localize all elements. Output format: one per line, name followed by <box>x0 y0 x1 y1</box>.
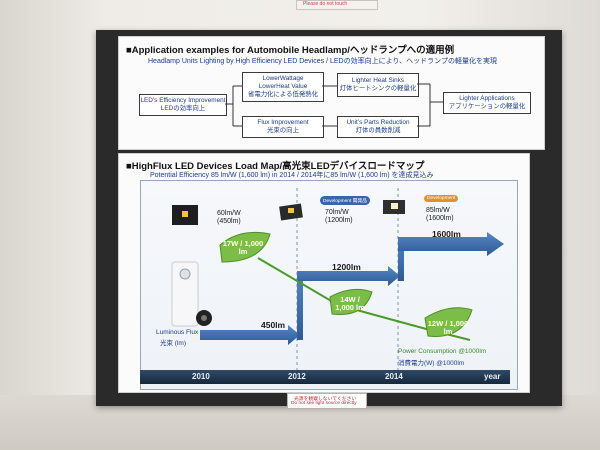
warning-en: Do not see light source directly <box>291 401 357 406</box>
efficiency-box: LED’s Efficiency Improvement LEDの効率向上 <box>139 94 227 116</box>
lighter-heat-en: Lighter Heat Sinks <box>351 77 405 84</box>
lighter-apps-jp: アプリケーションの軽量化 <box>448 103 526 110</box>
device1-efficiency: 60lm/W <box>217 210 241 217</box>
x-tick-2010: 2010 <box>192 372 210 381</box>
x-axis-label: year <box>484 372 501 381</box>
flux-arrow-450 <box>200 325 300 345</box>
lighter-heat-box: Lighter Heat Sinks 灯体ヒートシンクの軽量化 <box>337 73 419 97</box>
device2-badge: Development 開発品 <box>320 196 370 205</box>
lower-wattage-box: LowerWattage LowerHeat Value 省電力化による低発熱化 <box>242 72 324 102</box>
flux-arrow-1200 <box>297 266 400 286</box>
lower-wattage-line3: 省電力化による低発熱化 <box>247 91 319 98</box>
flux-en: Flux Improvement <box>257 119 309 126</box>
x-axis-bar <box>140 370 510 384</box>
device3-efficiency: 85lm/W <box>426 207 450 214</box>
roadmap-panel-title: ■HighFlux LED Devices Load Map/高光束LEDデバイ… <box>126 161 425 172</box>
warning-jp: 光源を観察しないでください <box>294 397 357 402</box>
headlamp-panel-title: ■Application examples for Automobile Hea… <box>126 45 455 56</box>
efficiency-label-en: LED’s Efficiency Improvement <box>140 97 226 104</box>
lower-wattage-line2: LowerHeat Value <box>258 83 308 90</box>
leaf-17w-label: 17W / 1,000 lm <box>222 239 264 256</box>
device2-flux: (1200lm) <box>325 217 353 224</box>
power-line <box>257 257 471 341</box>
headlamp-unit-photo <box>171 261 199 327</box>
flux-label-1600: 1600lm <box>432 229 461 239</box>
top-notice-sign: Please do not touch <box>296 0 378 10</box>
lighter-apps-en: Lighter Applications <box>459 95 515 102</box>
leaf-12w <box>424 307 473 337</box>
leaf-12w-label: 12W / 1,000 lm <box>427 319 469 336</box>
flux-arrow-1600 <box>398 232 504 256</box>
lighter-heat-jp: 灯体ヒートシンクの軽量化 <box>339 85 417 92</box>
device3-flux: (1600lm) <box>426 215 454 222</box>
leaf-17w <box>219 231 271 263</box>
y-axis-label-en: Luminous Flux <box>156 329 199 336</box>
roadmap-panel-subtitle: Potential Efficiency 85 lm/W (1,600 lm) … <box>150 172 434 179</box>
power-legend-en: Power Consumption @1000lm <box>398 348 487 355</box>
flux-box: Flux Improvement 光束の向上 <box>242 116 324 138</box>
lower-wattage-line1: LowerWattage <box>262 75 304 82</box>
leaf-14w <box>329 288 373 316</box>
x-tick-2012: 2012 <box>288 372 306 381</box>
headlamp-panel-subtitle: Headlamp Units Lighting by High Efficien… <box>148 58 497 65</box>
flux-riser-1200 <box>297 271 303 340</box>
leaf-14w-label: 14W / 1,000 lm <box>335 295 365 312</box>
flux-riser-1600 <box>398 237 404 281</box>
lighter-apps-box: Lighter Applications アプリケーションの軽量化 <box>443 92 531 114</box>
top-notice-text: Please do not touch <box>303 1 348 7</box>
device3-badge: Development <box>424 195 459 202</box>
roadmap-chart <box>140 180 518 390</box>
warning-sign: 光源を観察しないでください Do not see light source di… <box>287 393 367 409</box>
unit-parts-box: Unit’s Parts Reduction 灯体の員数削減 <box>337 116 419 138</box>
unit-parts-en: Unit’s Parts Reduction <box>346 119 410 126</box>
y-axis-label-jp: 光束 (lm) <box>160 340 186 347</box>
flux-label-450: 450lm <box>261 320 286 330</box>
x-tick-2014: 2014 <box>385 372 403 381</box>
device1-flux: (450lm) <box>217 218 241 225</box>
unit-parts-jp: 灯体の員数削減 <box>355 127 401 134</box>
device2-efficiency: 70lm/W <box>325 209 349 216</box>
flux-jp: 光束の向上 <box>267 127 299 134</box>
flux-label-1200: 1200lm <box>332 262 361 272</box>
power-legend-jp: 消費電力(W) @1000lm <box>398 360 465 367</box>
efficiency-label-jp: LEDの効率向上 <box>160 105 206 112</box>
